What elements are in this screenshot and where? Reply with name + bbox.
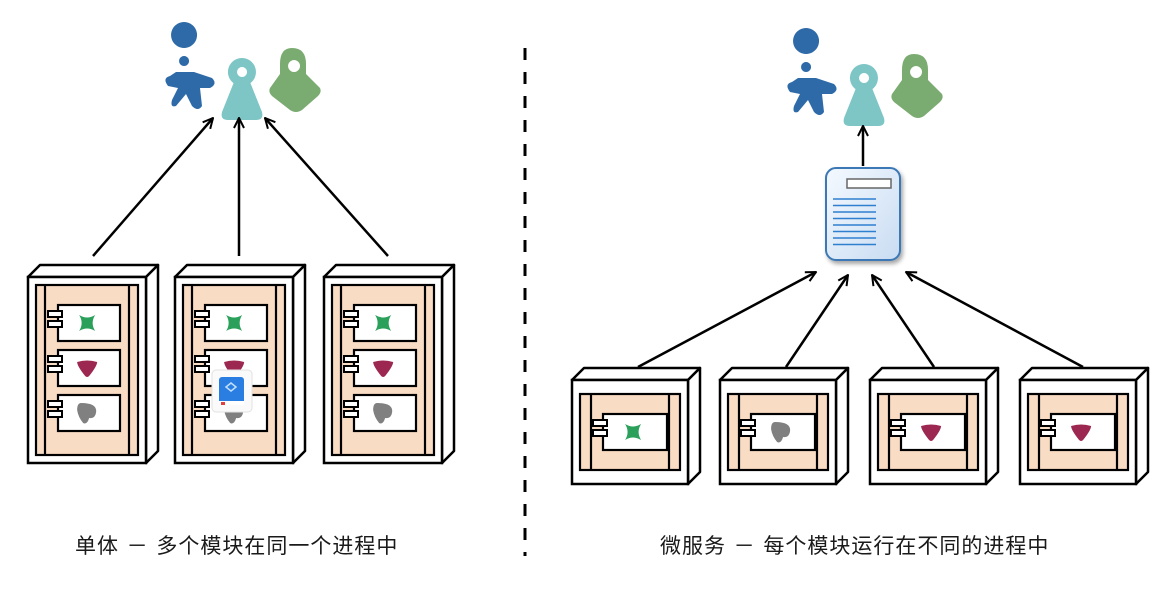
port-icon — [194, 355, 210, 363]
monolith-process-node — [173, 263, 307, 465]
teal-user-icon — [221, 58, 263, 120]
port-icon — [1040, 429, 1056, 437]
port-icon — [47, 310, 63, 318]
microservice-process-node — [868, 366, 1000, 486]
red-triangle-module — [1040, 412, 1117, 452]
gray-blob-icon — [77, 403, 97, 424]
port-icon — [194, 310, 210, 318]
monolith-caption: 单体 － 多个模块在同一个进程中 — [75, 534, 399, 558]
monolith-process-node — [26, 263, 160, 465]
microservice-process-node — [718, 366, 850, 486]
monolith-process-node — [322, 263, 456, 465]
green-user-icon — [891, 54, 943, 118]
red-triangle-module — [343, 348, 418, 388]
port-icon — [47, 320, 63, 328]
arrow — [637, 270, 816, 369]
port-icon — [343, 400, 359, 408]
red-triangle-icon — [921, 424, 942, 441]
microservices-users — [787, 28, 943, 126]
red-triangle-icon — [373, 360, 394, 377]
app-book-icon[interactable] — [211, 369, 253, 413]
document-server-icon — [825, 167, 901, 261]
microservices-caption: 微服务 － 每个模块运行在不同的进程中 — [660, 534, 1050, 558]
port-icon — [194, 320, 210, 328]
arrow — [872, 275, 936, 368]
arrow — [265, 118, 389, 257]
blue-user-icon — [787, 28, 837, 115]
port-icon — [740, 429, 756, 437]
green-x-icon — [79, 315, 96, 331]
arrow — [784, 275, 848, 368]
red-triangle-icon — [77, 360, 98, 377]
port-icon — [740, 419, 756, 427]
microservice-process-node — [570, 366, 702, 486]
port-icon — [343, 410, 359, 418]
port-icon — [47, 400, 63, 408]
red-triangle-icon — [224, 360, 245, 377]
port-icon — [890, 429, 906, 437]
green-x-icon — [625, 424, 642, 440]
gray-blob-module — [47, 393, 122, 433]
gray-blob-module — [740, 412, 817, 452]
port-icon — [47, 355, 63, 363]
red-triangle-icon — [1071, 424, 1092, 441]
red-triangle-module — [47, 348, 122, 388]
port-icon — [343, 320, 359, 328]
port-icon — [194, 365, 210, 373]
port-icon — [47, 365, 63, 373]
green-x-module — [47, 303, 122, 343]
green-x-icon — [226, 315, 243, 331]
port-icon — [47, 410, 63, 418]
port-icon — [1040, 419, 1056, 427]
arrow — [906, 270, 1084, 369]
gray-blob-module — [343, 393, 418, 433]
port-icon — [890, 419, 906, 427]
port-icon — [592, 419, 608, 427]
red-triangle-module — [890, 412, 967, 452]
port-icon — [194, 400, 210, 408]
green-x-module — [592, 412, 669, 452]
port-icon — [343, 310, 359, 318]
microservice-process-node — [1018, 366, 1150, 486]
port-icon — [592, 429, 608, 437]
green-x-icon — [375, 315, 392, 331]
arrow — [92, 118, 213, 257]
green-x-module — [194, 303, 269, 343]
port-icon — [194, 410, 210, 418]
gray-blob-icon — [373, 403, 393, 424]
monolith-users — [165, 22, 321, 120]
teal-user-icon — [843, 64, 885, 126]
gray-blob-icon — [771, 422, 791, 443]
blue-user-icon — [165, 22, 215, 109]
green-user-icon — [269, 48, 321, 112]
green-x-module — [343, 303, 418, 343]
port-icon — [343, 355, 359, 363]
port-icon — [343, 365, 359, 373]
